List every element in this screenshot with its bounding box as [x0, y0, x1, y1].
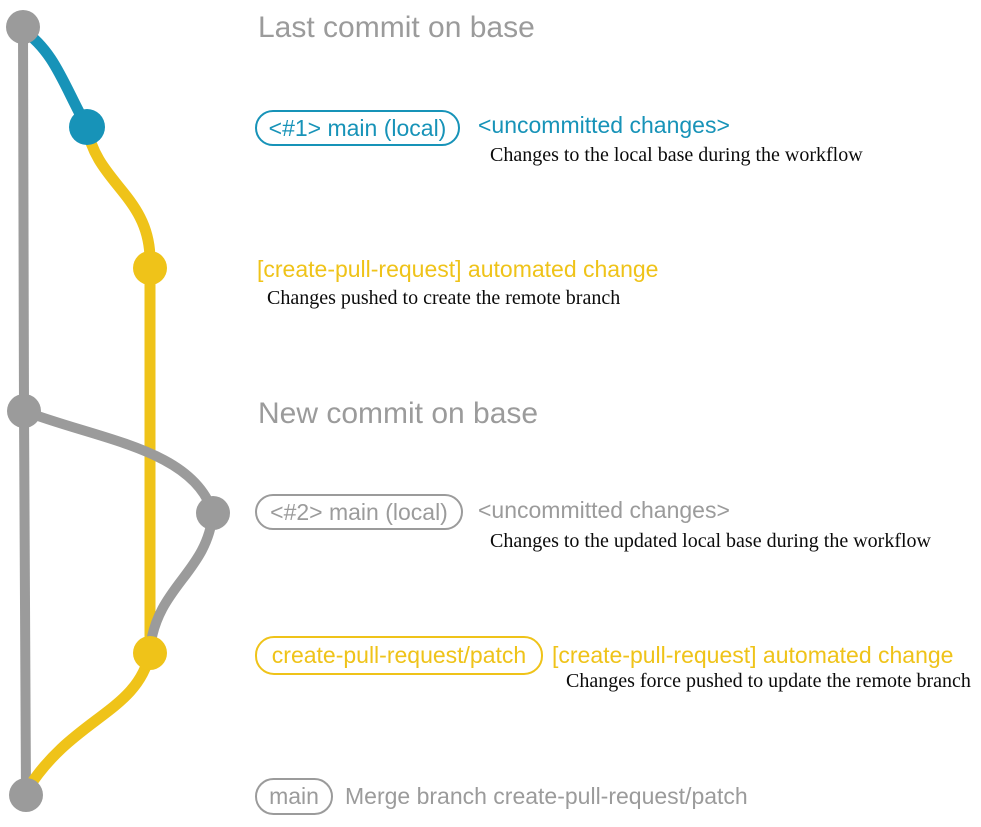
uncommitted-changes-1-label: <uncommitted changes> — [478, 112, 730, 138]
automated-change-1-description: Changes pushed to create the remote bran… — [267, 287, 621, 309]
uncommitted-changes-2-description: Changes to the updated local base during… — [490, 530, 931, 552]
commit-node-merge — [9, 778, 43, 812]
automated-change-2-label: [create-pull-request] automated change — [552, 642, 954, 668]
merge-commit-label: Merge branch create-pull-request/patch — [345, 783, 748, 809]
badge-patch-branch: create-pull-request/patch — [255, 636, 543, 675]
automated-change-2-description: Changes force pushed to update the remot… — [566, 670, 971, 692]
commit-node-new-base — [7, 394, 41, 428]
commit-node-automated-1 — [133, 251, 167, 285]
commit-node-main-local-2 — [196, 496, 230, 530]
new-commit-title: New commit on base — [258, 397, 539, 430]
badge-main-local-1: <#1> main (local) — [255, 110, 460, 146]
rebase-branch-curve — [22, 406, 218, 515]
badge-main: main — [255, 778, 333, 815]
commit-node-main-local-1 — [69, 109, 105, 145]
commit-node-last-base — [6, 10, 40, 44]
uncommitted-changes-1-description: Changes to the local base during the wor… — [490, 144, 863, 166]
last-commit-title: Last commit on base — [258, 11, 535, 44]
badge-main-local-2: <#2> main (local) — [255, 494, 463, 530]
commit-node-automated-2 — [133, 636, 167, 670]
patch-branch-line — [22, 125, 156, 793]
uncommitted-changes-2-label: <uncommitted changes> — [478, 497, 730, 523]
rebase-merge-curve — [145, 512, 218, 649]
automated-change-1-label: [create-pull-request] automated change — [257, 256, 659, 282]
